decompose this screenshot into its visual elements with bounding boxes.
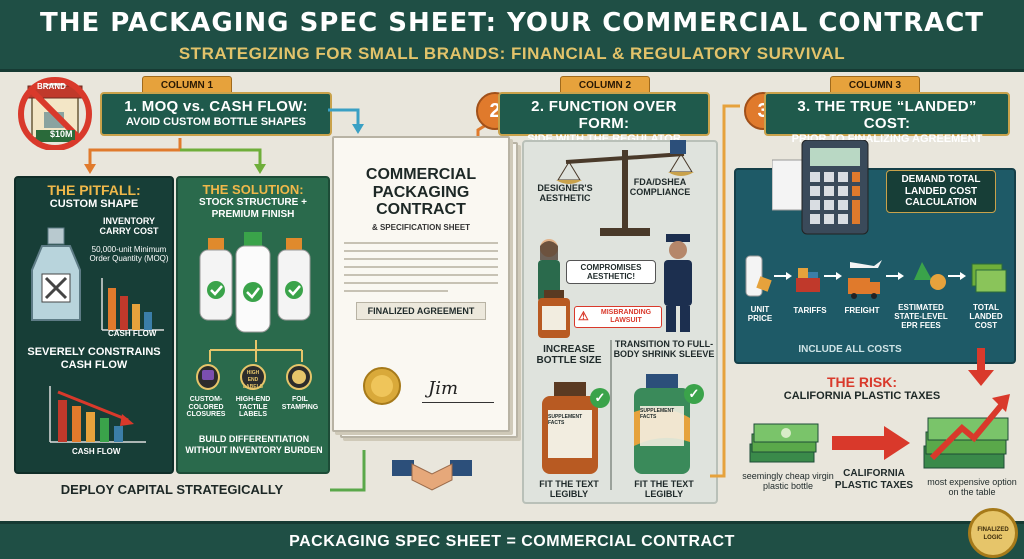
california-taxes-label: CALIFORNIA PLASTIC TAXES xyxy=(834,468,914,491)
fit-text-label-2: FIT THE TEXT LEGIBLY xyxy=(634,479,694,499)
solution-subtitle: STOCK STRUCTURE + PREMIUM FINISH xyxy=(199,197,307,220)
closure-icon xyxy=(196,364,220,390)
include-all-costs-label: INCLUDE ALL COSTS xyxy=(798,344,902,355)
title-bar: THE PACKAGING SPEC SHEET: YOUR COMMERCIA… xyxy=(0,0,1024,72)
contract-title-1: COMMERCIAL xyxy=(365,166,477,183)
small-bottle-icon xyxy=(536,288,572,340)
solution-branch-lines xyxy=(209,340,303,362)
declining-cash-flow-icon xyxy=(48,384,148,444)
calculator-icon xyxy=(771,139,872,236)
column-1-split-arrows xyxy=(84,138,266,174)
column-1-heading-subtitle: AVOID CUSTOM BOTTLE SHAPES xyxy=(126,116,306,128)
contract-title-3: CONTRACT xyxy=(376,201,466,219)
cost-tariffs: TARIFFS xyxy=(793,306,827,315)
cost-freight: FREIGHT xyxy=(844,306,880,315)
column-2-heading-title: 2. FUNCTION OVER FORM: xyxy=(531,98,677,132)
signature-line xyxy=(422,402,494,403)
risk-header: THE RISK: CALIFORNIA PLASTIC TAXES xyxy=(740,374,984,402)
small-money-stack-icon xyxy=(748,420,820,466)
moq-label: 50,000-unit Minimum Order Quantity (MOQ) xyxy=(89,245,169,263)
column-3-heading-title: 3. THE TRUE “LANDED” COST: xyxy=(797,98,977,132)
solution-title: THE SOLUTION: xyxy=(202,182,304,197)
cheap-bottle-label: seemingly cheap virgin plastic bottle xyxy=(742,471,834,491)
page-subtitle: STRATEGIZING FOR SMALL BRANDS: FINANCIAL… xyxy=(178,44,846,63)
large-bottle-icon xyxy=(540,380,600,476)
foil-stamping-label: FOIL STAMPING xyxy=(281,396,319,411)
check-icon-1: ✓ xyxy=(590,388,610,408)
cash-flow-label-1: CASH FLOW xyxy=(108,329,157,338)
cash-flow-label-2: CASH FLOW xyxy=(72,447,121,456)
large-money-stack-icon xyxy=(918,388,1018,474)
tactile-labels-label: HIGH-END TACTILE LABELS xyxy=(235,396,271,419)
column-1-heading-title: 1. MOQ vs. CASH FLOW: xyxy=(124,98,308,115)
finalized-agreement-label: FINALIZED AGREEMENT xyxy=(356,301,486,320)
closures-label: CUSTOM-COLORED CLOSURES xyxy=(186,396,226,419)
money-label: $10M xyxy=(48,129,75,140)
deploy-capital-label: DEPLOY CAPITAL STRATEGICALLY xyxy=(60,482,284,497)
column-3-connector xyxy=(710,104,740,478)
misbranding-label: MISBRANDING LAWSUIT xyxy=(600,309,652,325)
contract-title-2: PACKAGING xyxy=(372,183,470,201)
compromises-bubble: COMPROMISES AESTHETIC! xyxy=(566,260,656,284)
cost-total-landed: TOTAL LANDED COST xyxy=(969,303,1003,330)
pitfall-subtitle: CUSTOM SHAPE xyxy=(49,198,139,210)
check-icon-2: ✓ xyxy=(684,384,704,404)
column-3-heading: 3. THE TRUE “LANDED” COST: PRIOR TO FINA… xyxy=(764,92,1010,145)
fit-text-label-1: FIT THE TEXT LEGIBLY xyxy=(539,479,599,499)
column-2-heading: 2. FUNCTION OVER FORM: SIDE WITH THE REG… xyxy=(498,92,710,145)
demand-calculation-label: DEMAND TOTAL LANDED COST CALCULATION xyxy=(886,170,996,213)
inventory-carry-label: INVENTORY CARRY COST xyxy=(99,216,159,236)
column-1-heading: 1. MOQ vs. CASH FLOW: AVOID CUSTOM BOTTL… xyxy=(100,92,332,136)
right-arrow-icon xyxy=(832,426,910,460)
scale-icon xyxy=(556,140,696,242)
warning-icon: ⚠ xyxy=(578,309,589,323)
footer-bar: PACKAGING SPEC SHEET = COMMERCIAL CONTRA… xyxy=(0,521,1024,559)
footer-text: PACKAGING SPEC SHEET = COMMERCIAL CONTRA… xyxy=(289,533,735,550)
shrink-sleeve-label: TRANSITION TO FULL-BODY SHRINK SLEEVE xyxy=(613,339,715,359)
handshake-icon xyxy=(392,450,472,500)
custom-bottle-icon xyxy=(28,226,84,326)
supplement-facts-label-2: SUPPLEMENT FACTS xyxy=(640,408,675,420)
sleeved-bottle-icon xyxy=(632,372,692,476)
label-badge-icon: HIGH END LABELS xyxy=(240,364,266,390)
regulator-person-icon xyxy=(656,232,700,334)
cost-epr-fees: ESTIMATED STATE-LEVEL EPR FEES xyxy=(894,303,948,330)
gold-seal-icon xyxy=(362,366,402,406)
fda-compliance-label: FDA/DSHEA COMPLIANCE xyxy=(629,177,691,197)
pitfall-header: THE PITFALL: CUSTOM SHAPE xyxy=(14,182,174,210)
page-title: THE PACKAGING SPEC SHEET: YOUR COMMERCIA… xyxy=(39,8,985,38)
contract-sheet: COMMERCIAL PACKAGING CONTRACT & SPECIFIC… xyxy=(332,136,510,432)
foil-stamp-icon xyxy=(286,364,312,390)
stock-bottles-icon xyxy=(196,232,316,338)
misbranding-warning: ⚠ MISBRANDING LAWSUIT xyxy=(574,306,662,328)
solution-header: THE SOLUTION: STOCK STRUCTURE + PREMIUM … xyxy=(176,182,330,220)
cost-flow-icons xyxy=(738,250,1014,308)
cost-unit-price: UNIT PRICE xyxy=(747,305,773,323)
cash-flow-bar-chart-icon xyxy=(100,276,166,332)
pitfall-title: THE PITFALL: xyxy=(47,182,141,198)
risk-subtitle: CALIFORNIA PLASTIC TAXES xyxy=(783,390,941,402)
constrains-label: SEVERELY CONSTRAINS CASH FLOW xyxy=(27,346,161,371)
brand-label: BRAND xyxy=(37,82,66,91)
contract-text-lines xyxy=(334,241,508,292)
down-arrow-icon xyxy=(968,348,994,386)
column-2-divider xyxy=(610,340,612,490)
designer-aesthetic-label: DESIGNER'S AESTHETIC xyxy=(537,183,593,203)
finalized-logic-seal: FINALIZED LOGIC xyxy=(968,508,1018,558)
supplement-facts-label-1: SUPPLEMENT FACTS xyxy=(548,414,583,426)
signature: Jim xyxy=(428,378,459,399)
differentiation-label: BUILD DIFFERENTIATION WITHOUT INVENTORY … xyxy=(185,434,323,455)
increase-bottle-size-label: INCREASE BOTTLE SIZE xyxy=(536,344,602,366)
risk-title: THE RISK: xyxy=(827,374,897,390)
most-expensive-label: most expensive option on the table xyxy=(927,477,1017,497)
contract-subtitle: & SPECIFICATION SHEET xyxy=(371,222,471,232)
